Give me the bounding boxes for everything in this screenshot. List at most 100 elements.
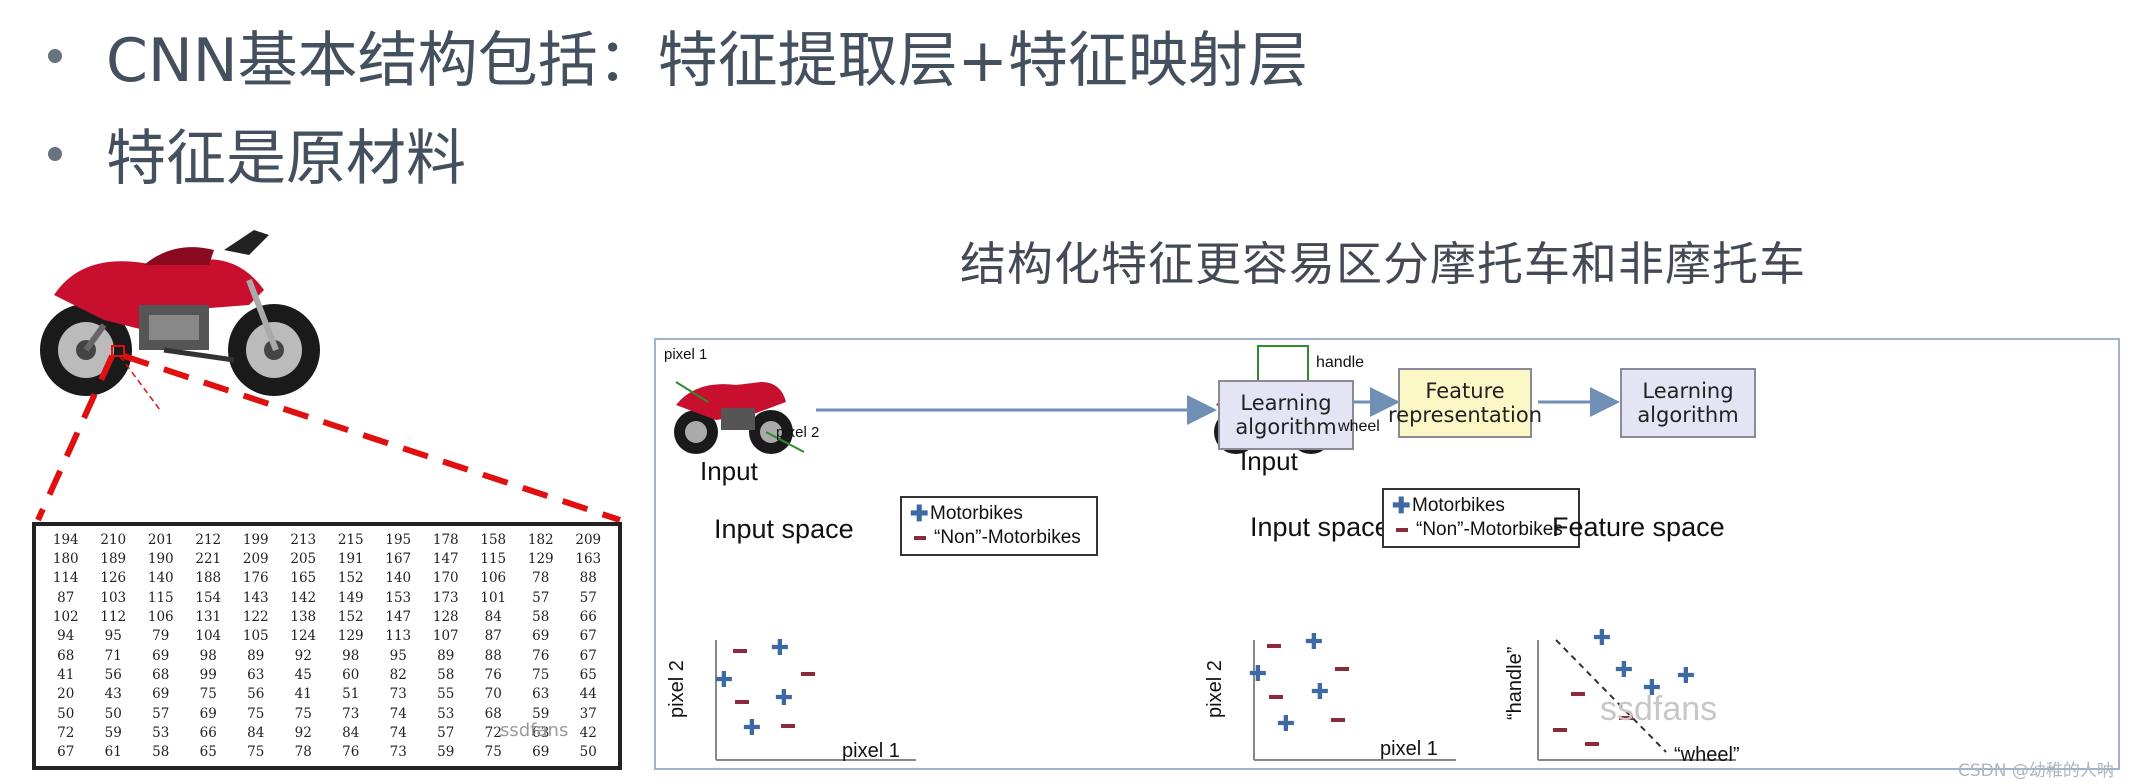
pixel-cell: 140 (385, 570, 412, 587)
pixel-cell: 95 (389, 647, 407, 664)
pixel-cell: 63 (532, 724, 550, 741)
motorbike-point: ✚ (1311, 680, 1329, 705)
pixel-cell: 112 (100, 608, 127, 625)
pixel-cell: 158 (480, 531, 507, 548)
pixel-cell: 68 (57, 647, 75, 664)
pixel-cell: 69 (152, 647, 170, 664)
right-legend: ✚Motorbikes “Non”-Motorbikes (1382, 488, 1580, 548)
pixel-cell: 106 (480, 570, 507, 587)
pixel-cell: 76 (342, 744, 360, 761)
pixel-cell: 55 (437, 686, 455, 703)
pixel-cell: 147 (385, 608, 412, 625)
pixel-cell: 69 (532, 744, 550, 761)
feature-space-plot (1537, 639, 1736, 761)
right-x-axis-label: pixel 1 (1380, 738, 1438, 760)
pixel-cell: 75 (247, 705, 265, 722)
diagram-title: 结构化特征更容易区分摩托车和非摩托车 (960, 237, 1806, 291)
pixel-cell: 65 (199, 744, 217, 761)
non-motorbike-point (801, 672, 815, 676)
pixel-cell: 76 (484, 666, 502, 683)
non-motorbike-point (1269, 695, 1283, 699)
bullet-text-1: CNN基本结构包括：特征提取层+特征映射层 (106, 26, 1308, 96)
pixel-cell: 73 (342, 705, 360, 722)
pixel-cell: 210 (100, 531, 127, 548)
motorbike-point: ✚ (1305, 630, 1323, 655)
motorcycle-image (40, 230, 320, 396)
pixel-cell: 75 (294, 705, 312, 722)
pixel-cell: 128 (432, 608, 459, 625)
wheel-label: wheel (1338, 418, 1380, 435)
pixel-cell: 88 (484, 647, 502, 664)
feature-representation-box: Feature representation (1388, 368, 1542, 438)
pixel-cell: 74 (389, 724, 407, 741)
non-motorbike-point (735, 700, 749, 704)
pixel-cell: 149 (337, 589, 364, 606)
non-motorbike-point (1331, 718, 1345, 722)
right-input-space-title: Input space (1250, 512, 1390, 542)
pixel-cell: 84 (484, 608, 502, 625)
pixel-cell: 78 (294, 744, 312, 761)
pixel-cell: 75 (199, 686, 217, 703)
plus-icon: ✚ (910, 501, 929, 526)
pixel-cell: 143 (242, 589, 269, 606)
pixel-cell: 94 (57, 628, 75, 645)
feature-x-axis-label: “wheel” (1674, 744, 1740, 766)
left-legend: ✚Motorbikes “Non”-Motorbikes (900, 496, 1098, 556)
pixel-cell: 88 (579, 570, 597, 587)
pixel-cell: 167 (385, 550, 412, 567)
pixel-cell: 114 (52, 570, 79, 587)
pixel-cell: 105 (242, 628, 269, 645)
pixel-cell: 60 (342, 666, 360, 683)
pixel-cell: 201 (147, 531, 174, 548)
pixel-cell: 221 (195, 550, 222, 567)
pixel1-label: pixel 1 (664, 346, 708, 363)
pixel-cell: 56 (104, 666, 122, 683)
minus-icon (914, 536, 926, 540)
pixel-cell: 56 (247, 686, 265, 703)
pixel-cell: 205 (290, 550, 317, 567)
pixel-cell: 106 (147, 608, 174, 625)
pixel-cell: 152 (337, 608, 364, 625)
motorbike-point: ✚ (715, 668, 733, 693)
pixel-cell: 199 (242, 531, 269, 548)
feature-space-title: Feature space (1552, 512, 1725, 542)
pixel-cell: 20 (57, 686, 75, 703)
pixel-cell: 163 (575, 550, 602, 567)
pixel-cell: 165 (290, 570, 317, 587)
pixel-cell: 63 (247, 666, 265, 683)
pixel-cell: 142 (290, 589, 317, 606)
pixel-cell: 212 (195, 531, 222, 548)
feature-y-axis-label: “handle” (1504, 646, 1526, 720)
motorbike-point: ✚ (1277, 712, 1295, 737)
pixel-cell: 70 (484, 686, 502, 703)
pixel-cell: 58 (152, 744, 170, 761)
motorbike-point: ✚ (1615, 658, 1633, 683)
pixel-cell: 191 (337, 550, 364, 567)
table-watermark: ssdfans (500, 720, 569, 741)
pixel-cell: 53 (437, 705, 455, 722)
pixel-cell: 89 (247, 647, 265, 664)
pixel-cell: 57 (532, 589, 550, 606)
bullet-dot (48, 48, 62, 63)
left-input-label: Input (700, 456, 758, 486)
pixel-cell: 154 (195, 589, 222, 606)
pixel-cell: 209 (575, 531, 602, 548)
pixel-cell: 82 (389, 666, 407, 683)
pixel-cell: 44 (579, 686, 597, 703)
minus-icon (1396, 528, 1408, 532)
pixel-cell: 104 (195, 628, 222, 645)
pixel-cell: 189 (100, 550, 127, 567)
pixel-cell: 72 (484, 724, 502, 741)
non-motorbike-point (1585, 742, 1599, 746)
pixel-cell: 126 (100, 570, 127, 587)
pixel-cell: 182 (527, 531, 554, 548)
